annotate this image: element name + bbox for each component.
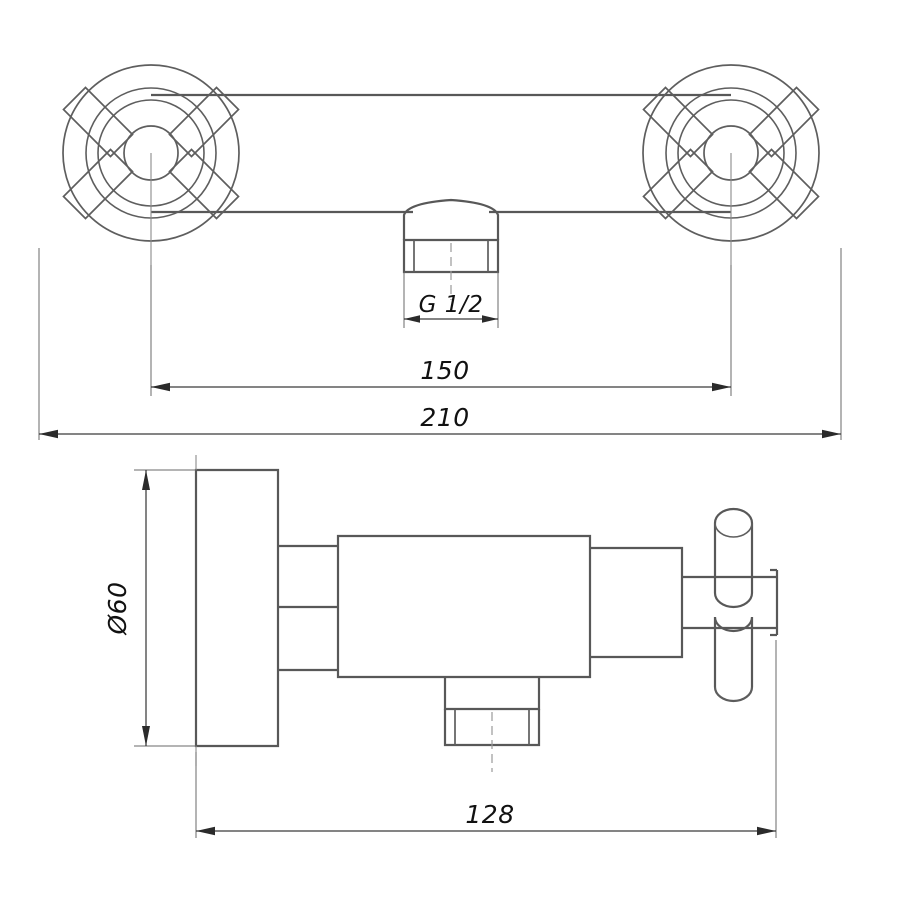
handle-cross-left — [62, 86, 240, 220]
handle-cross-right — [642, 86, 820, 220]
side-view-handle-arms — [682, 568, 779, 637]
dimension-center-distance-text: 150 — [420, 356, 469, 385]
side-view-handle-cylinders — [713, 507, 754, 703]
side-view: Ø60 128 — [103, 455, 779, 838]
dimension-thread-size: G 1/2 — [403, 272, 499, 328]
dimension-overall-width-text: 210 — [420, 403, 469, 432]
dimension-plate-diameter: Ø60 — [103, 469, 196, 747]
side-view-stem — [590, 546, 684, 659]
front-view-outlet — [402, 198, 500, 300]
dimension-overall-width: 210 — [38, 248, 842, 440]
dimension-plate-diameter-text: Ø60 — [103, 582, 132, 636]
side-view-wall-plate — [194, 468, 280, 748]
dimension-thread-size-text: G 1/2 — [419, 292, 484, 318]
front-view: G 1/2 150 210 — [38, 64, 842, 440]
dimension-center-distance: 150 — [150, 265, 732, 396]
dimension-overall-depth-text: 128 — [465, 800, 514, 829]
dimension-overall-depth: 128 — [195, 640, 777, 838]
front-view-handle-left — [62, 64, 240, 270]
side-view-neck — [278, 544, 338, 672]
front-view-handle-right — [642, 64, 820, 270]
front-view-body — [151, 93, 731, 214]
side-view-outlet — [443, 677, 541, 772]
side-view-body — [336, 534, 592, 679]
